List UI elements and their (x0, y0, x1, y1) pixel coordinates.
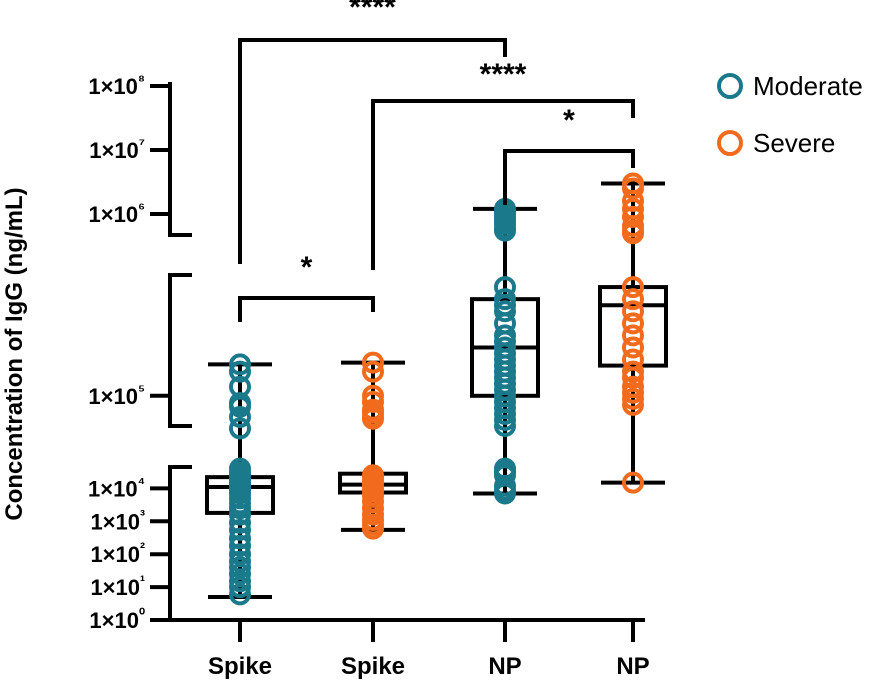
data-point (229, 527, 251, 550)
data-point (229, 360, 251, 383)
category-labels: Spike Spike NP NP (208, 653, 650, 680)
y-axis-lower-segment (168, 465, 645, 622)
data-point (622, 393, 644, 416)
data-point (229, 518, 251, 541)
data-point (229, 576, 251, 599)
significance-label: **** (349, 0, 396, 24)
data-point (229, 417, 251, 440)
data-point (362, 517, 384, 540)
data-point (229, 497, 251, 520)
data-point (362, 407, 384, 430)
data-point (229, 534, 251, 557)
points (229, 172, 644, 606)
y-tick-label: 1×10⁸ (88, 72, 145, 99)
y-tick-label: 1×10⁰ (89, 606, 145, 633)
significance-label: * (301, 251, 313, 284)
data-point (229, 405, 251, 428)
data-point (229, 353, 251, 376)
data-point (622, 288, 644, 311)
box (598, 285, 668, 368)
y-axis-upper-segment (168, 82, 192, 237)
data-point (362, 360, 384, 383)
y-tick-label: 1×10⁴ (88, 474, 145, 501)
y-tick-label: 1×10⁵ (88, 382, 145, 409)
boxes (205, 181, 668, 600)
legend-marker (717, 130, 743, 156)
data-point (229, 511, 251, 534)
data-point (622, 222, 644, 245)
legend-label: Moderate (753, 71, 863, 101)
significance-label: * (563, 104, 575, 137)
y-tick-label: 1×10⁷ (89, 136, 145, 163)
y-axis-title: Concentration of IgG (ng/mL) (1, 187, 28, 520)
data-point (622, 177, 644, 200)
data-point (622, 324, 644, 347)
data-point (622, 336, 644, 359)
data-point (229, 563, 251, 586)
y-tick-label: 1×10¹ (90, 573, 145, 600)
data-point (494, 482, 516, 505)
category-label: NP (488, 653, 521, 680)
data-point (622, 276, 644, 299)
y-tick-label: 1×10⁶ (89, 200, 145, 227)
data-point (229, 395, 251, 418)
significance-label: **** (480, 58, 527, 91)
category-label: Spike (208, 653, 272, 680)
data-point (362, 351, 384, 374)
y-tick-label: 1×10² (90, 540, 145, 567)
significance-bracket (238, 38, 507, 264)
data-point (622, 312, 644, 335)
data-point (622, 366, 644, 389)
data-point (622, 189, 644, 212)
data-point (229, 503, 251, 526)
data-point (622, 300, 644, 323)
significance-bracket (503, 149, 635, 205)
data-point (494, 415, 516, 437)
significance-brackets: ********** (238, 0, 635, 322)
y-axis-middle-segment (168, 273, 192, 428)
data-point (494, 300, 516, 323)
category-label: NP (616, 653, 649, 680)
category-label: Spike (341, 653, 405, 680)
data-point (622, 471, 644, 494)
y-ticks: 1×10⁸ 1×10⁷ 1×10⁶ 1×10⁵ 1×10⁴ 1×10³ 1×10² 1×10¹… (88, 72, 170, 633)
data-point (494, 219, 516, 242)
data-point (229, 583, 251, 606)
legend-label: Severe (753, 128, 835, 158)
axes (168, 82, 645, 642)
legend-marker (717, 73, 743, 99)
significance-bracket (238, 296, 375, 322)
y-tick-label: 1×10³ (90, 507, 145, 534)
significance-bracket (371, 99, 635, 270)
